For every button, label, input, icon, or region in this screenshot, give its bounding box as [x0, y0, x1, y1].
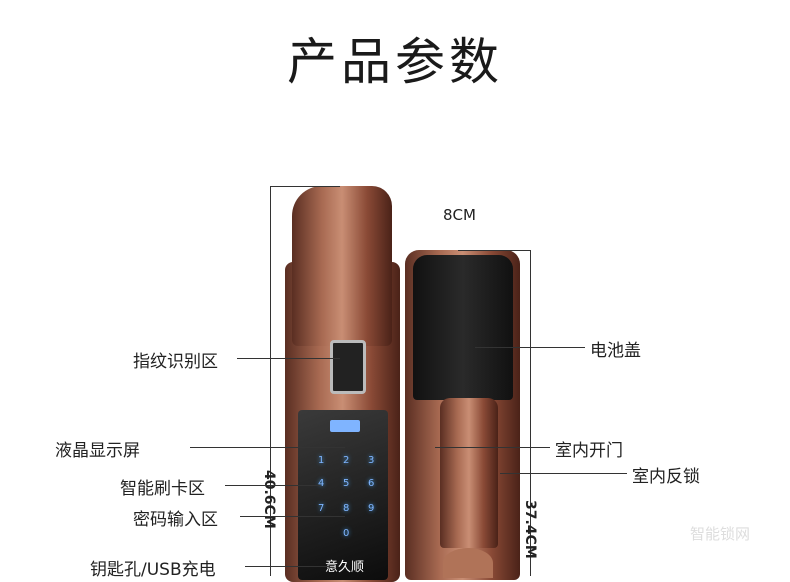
keypad-key[interactable]: 5: [343, 478, 350, 489]
keypad-panel: [298, 410, 388, 580]
label-open: 室内开门: [555, 441, 623, 461]
page-title: 产品参数: [287, 33, 503, 91]
watermark: 智能锁网: [690, 525, 751, 543]
keypad-key[interactable]: 0: [343, 528, 350, 539]
label-lcd: 液晶显示屏: [55, 441, 140, 461]
keypad-key[interactable]: 6: [368, 478, 375, 489]
back-height-label: 37.4CM: [522, 500, 538, 559]
label-keyhole: 钥匙孔/USB充电: [90, 560, 216, 580]
battery-cover: [413, 255, 513, 400]
brand-logo: 意久顺: [325, 560, 365, 575]
label-battery: 电池盖: [590, 341, 641, 361]
inner-handle: [440, 398, 498, 548]
front-lock-handle: [292, 186, 392, 346]
front-height-label: 40.6CM: [261, 470, 277, 529]
keypad-key[interactable]: 9: [368, 503, 375, 514]
label-card: 智能刷卡区: [120, 479, 205, 499]
fingerprint-sensor: [330, 340, 366, 394]
label-password: 密码输入区: [133, 510, 218, 530]
keypad-key[interactable]: 2: [343, 455, 350, 466]
keypad-key[interactable]: 4: [318, 478, 325, 489]
keypad-key[interactable]: 7: [318, 503, 325, 514]
keypad-key[interactable]: 3: [368, 455, 375, 466]
keypad-key[interactable]: 1: [318, 455, 325, 466]
label-fingerprint: 指纹识别区: [133, 352, 218, 372]
keypad-key[interactable]: 8: [343, 503, 350, 514]
label-lock: 室内反锁: [632, 467, 700, 487]
lcd-screen: [330, 420, 360, 432]
width-label: 8CM: [443, 206, 476, 224]
thumb-turn: [443, 548, 493, 578]
